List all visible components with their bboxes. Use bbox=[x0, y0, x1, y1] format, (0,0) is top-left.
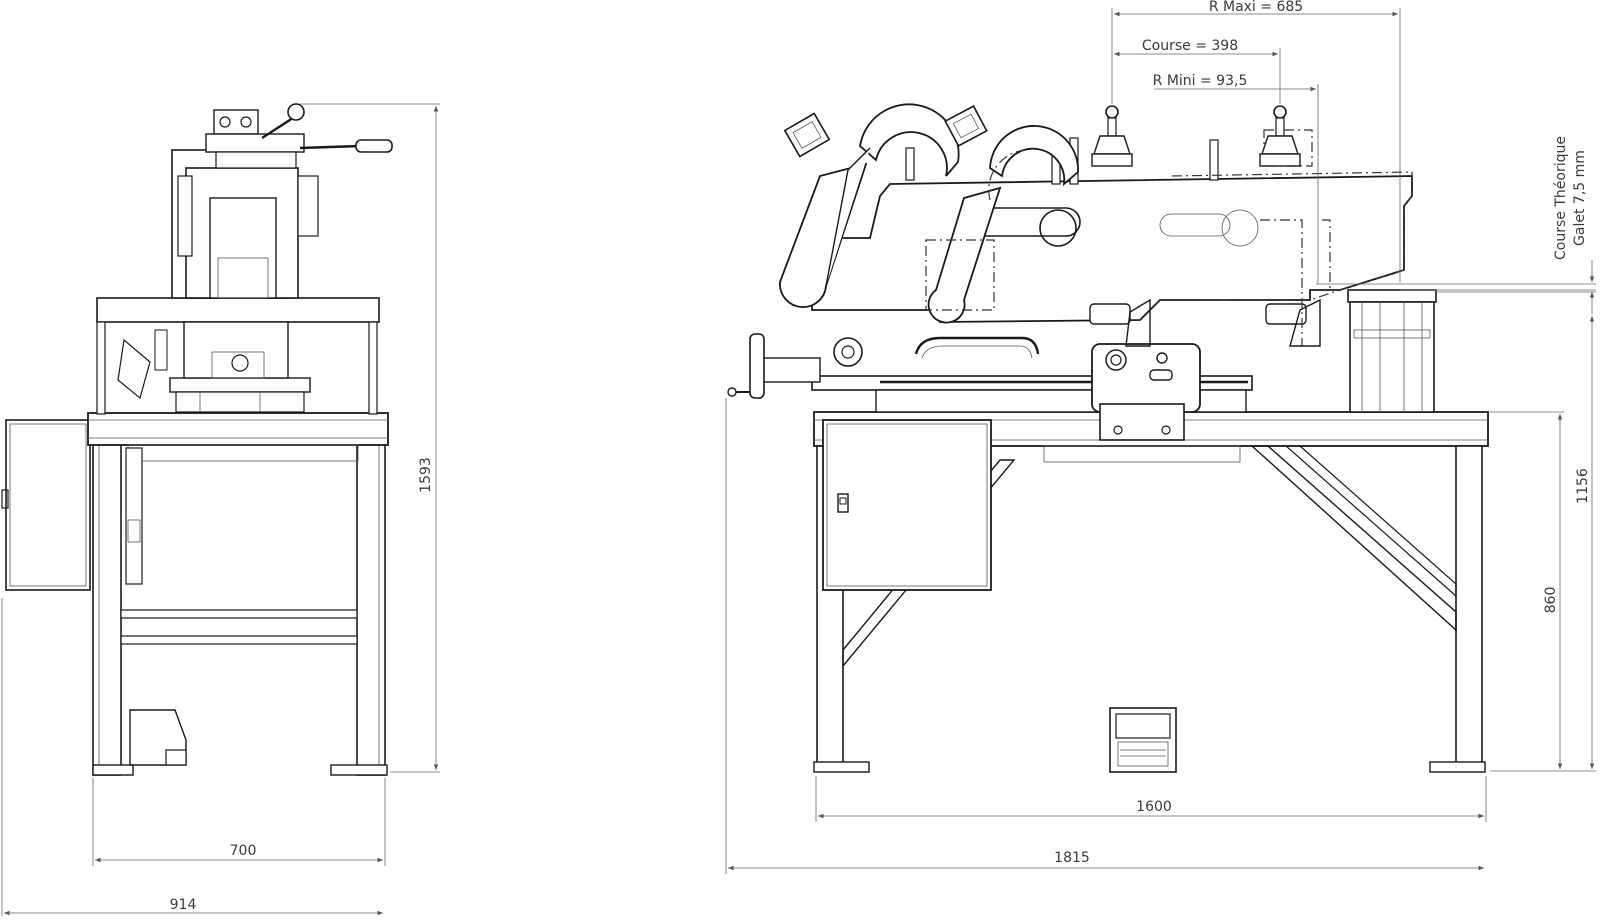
front-middle-elbow bbox=[925, 105, 1079, 324]
dim-width-table-side: 700 bbox=[230, 843, 257, 859]
dim-course-theorique-line1: Course Théorique bbox=[1553, 136, 1569, 260]
front-left-elbow bbox=[779, 103, 960, 308]
front-electrical-cabinet bbox=[822, 419, 992, 591]
front-bending-arm bbox=[811, 137, 1413, 347]
front-right-column bbox=[1347, 289, 1437, 413]
dim-r-mini: R Mini = 93,5 bbox=[1153, 73, 1248, 89]
dim-course-theorique-line2: Galet 7,5 mm bbox=[1572, 150, 1588, 246]
dim-width-table-front: 1600 bbox=[1136, 799, 1172, 815]
side-upper-frame bbox=[96, 297, 380, 415]
front-dimensions bbox=[725, 8, 1596, 874]
side-frame bbox=[87, 412, 389, 776]
side-foot-pedal bbox=[129, 709, 187, 766]
side-dimensions bbox=[1, 103, 440, 916]
dim-height-table: 860 bbox=[1543, 587, 1559, 614]
front-carriage bbox=[833, 336, 1201, 441]
side-bending-head bbox=[171, 103, 393, 299]
side-electrical-cabinet bbox=[1, 419, 91, 591]
dim-course: Course = 398 bbox=[1142, 38, 1238, 54]
dim-height-side: 1593 bbox=[418, 457, 434, 493]
dim-width-overall-front: 1815 bbox=[1054, 850, 1090, 866]
side-view bbox=[1, 103, 440, 916]
dim-height-front: 1156 bbox=[1575, 468, 1591, 504]
front-view bbox=[725, 8, 1596, 874]
dim-width-overall-side: 914 bbox=[170, 897, 197, 913]
front-foot-pedal bbox=[1109, 707, 1177, 773]
front-pins bbox=[1091, 105, 1301, 167]
dim-r-maxi: R Maxi = 685 bbox=[1209, 0, 1303, 15]
